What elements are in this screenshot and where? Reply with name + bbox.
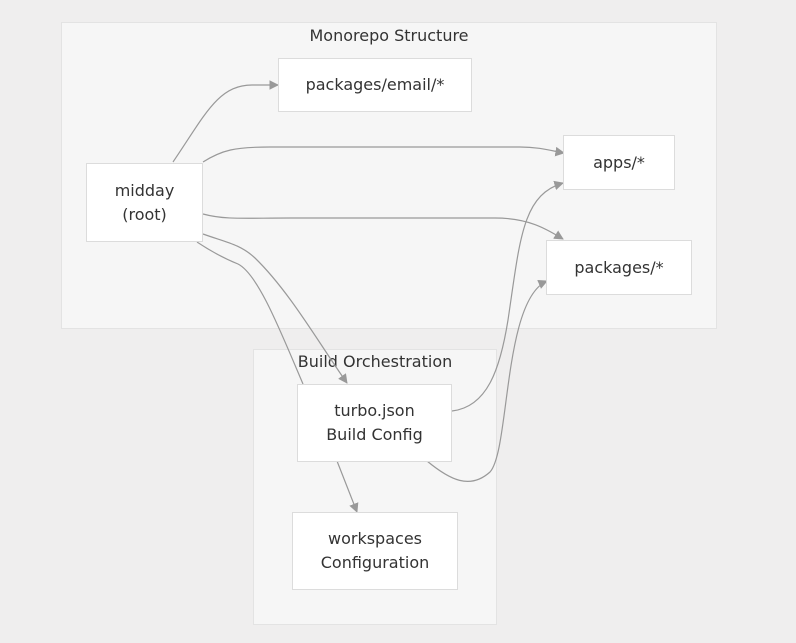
node-turbo-json-label: turbo.json	[334, 401, 415, 420]
node-midday-root[interactable]: midday (root)	[86, 163, 203, 242]
node-midday-root-sublabel: (root)	[122, 204, 167, 224]
node-workspaces[interactable]: workspaces Configuration	[292, 512, 458, 590]
node-turbo-json[interactable]: turbo.json Build Config	[297, 384, 452, 462]
node-packages-email[interactable]: packages/email/*	[278, 58, 472, 112]
node-apps-label: apps/*	[593, 152, 645, 172]
node-workspaces-sublabel: Configuration	[320, 553, 430, 572]
node-packages[interactable]: packages/*	[546, 240, 692, 295]
node-packages-email-label: packages/email/*	[305, 75, 445, 94]
node-turbo-json-sublabel: Build Config	[326, 425, 423, 444]
node-workspaces-label: workspaces	[328, 529, 422, 548]
cluster-title-build: Build Orchestration	[297, 352, 453, 371]
node-midday-root-label: midday	[114, 180, 175, 200]
cluster-title-monorepo: Monorepo Structure	[309, 26, 469, 45]
node-packages-label: packages/*	[574, 257, 664, 277]
node-apps[interactable]: apps/*	[563, 135, 675, 190]
